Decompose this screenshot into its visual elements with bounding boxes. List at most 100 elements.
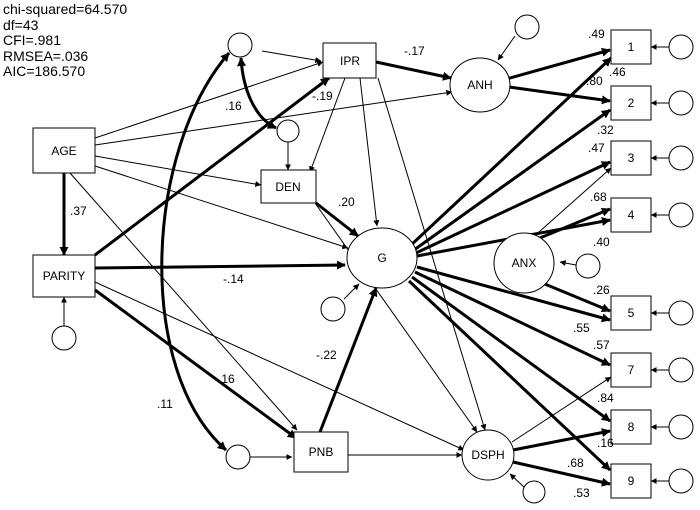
path-err-dsph [509,473,526,489]
path-g-1 [408,56,613,248]
node-item-8 [610,409,652,445]
node-item-1-label: 1 [628,40,635,54]
path-anx-5 [539,280,611,313]
node-ipr-label: IPR [340,54,360,68]
error-term-parity [51,325,77,351]
coef-anh-1: .49 [588,27,605,41]
coef-g-8: .16 [597,436,614,450]
node-parity [32,254,96,298]
node-item-5 [610,295,652,331]
node-item-7-label: 7 [628,363,635,377]
error-term-item-2 [668,90,694,116]
path-parity-g [94,260,346,270]
path-g-3 [415,160,611,255]
error-term-item-3 [668,145,694,171]
coef-g-1: .46 [609,65,626,79]
coef-den-g: .20 [338,195,355,209]
node-item-4 [610,197,652,233]
path-err-g [343,283,360,300]
path-g-8 [411,275,611,423]
error-term-item-4 [668,202,694,228]
node-anx [493,232,555,294]
path-age-ipr [94,60,324,139]
path-anh-2 [508,85,611,105]
path-err-ipr [261,50,322,64]
node-den-label: DEN [275,180,300,194]
coef-g-7: .57 [593,338,610,352]
path-dsph-9 [512,460,611,487]
error-term-item-1 [668,34,694,60]
node-item-1 [610,29,652,65]
node-item-8-label: 8 [628,420,635,434]
coef-age-ipr: .16 [225,99,242,113]
node-parity-label: PARITY [43,269,85,283]
node-item-2-label: 2 [628,96,635,110]
node-g-label: G [377,251,386,265]
path-pnb-g [318,287,378,433]
coef-anh-2: .80 [586,74,603,88]
path-err-anx [559,260,577,266]
node-item-7 [610,352,652,388]
coef-ipr-anh: -.17 [404,44,425,58]
error-term-item-8 [668,414,694,440]
node-anh [449,57,511,113]
path-age-pnb [69,172,298,431]
node-den [260,169,317,204]
node-ipr [322,42,377,79]
node-g [346,227,418,289]
covariance-err-ipr-err-den [237,57,277,130]
error-term-item-5 [668,300,694,326]
path-anh-1 [502,47,611,82]
path-ipr-den [309,77,346,173]
error-term-g [320,296,346,322]
node-dsph [461,429,515,481]
path-parity-ipr [94,76,330,257]
path-ipr-anh [375,60,452,81]
path-parity-dsph [94,281,465,451]
node-anx-label: ANX [512,256,537,270]
path-g-2 [413,108,611,252]
node-item-4-label: 4 [628,208,635,222]
node-pnb-label: PNB [309,445,334,459]
path-err-anh [497,35,516,61]
node-item-3-label: 3 [628,151,635,165]
path-anx-3 [529,167,612,241]
error-term-item-9 [668,468,694,494]
fit-stat-cfi: CFI=.981 [3,32,61,48]
coef-dsph-9: .68 [567,456,584,470]
coef-anx-4: .40 [593,235,610,249]
node-item-9 [610,463,652,499]
fit-stat-rmsea: RMSEA=.036 [3,47,89,64]
coef-g-4: .68 [590,190,607,204]
error-term-anh [514,14,540,40]
node-item-2 [610,85,652,121]
path-g-7 [414,270,611,367]
node-item-5-label: 5 [628,306,635,320]
error-term-item-7 [668,357,694,383]
path-parity-pnb [94,288,297,440]
coef-age-parity: .37 [70,204,87,218]
node-age [32,127,96,174]
node-anh-label: ANH [467,78,492,92]
coef-g-5: .55 [573,321,590,335]
coef-dsph-8: .84 [597,391,614,405]
path-den-dsph [314,202,478,433]
error-term-den [276,119,300,143]
coef-pnb-g: -.22 [316,348,337,362]
path-dsph-8 [512,428,611,452]
error-term-ipr [227,32,253,58]
error-term-pnb [225,444,251,470]
coef-parity-ipr: -.19 [312,89,333,103]
error-term-anx [575,253,601,279]
node-pnb [293,431,349,473]
fit-stat-chi-squared: chi-squared=64.570 [3,1,128,17]
coef-g-3: .47 [588,141,605,155]
fit-stat-aic: AIC=186.570 [3,63,86,79]
fit-stat-df: df=43 [3,16,39,33]
coef-cov-ipr-pnb: .11 [157,397,173,411]
covariance-err-ipr-err-pnb [160,52,231,452]
coef-parity-pnb: .16 [218,372,235,386]
coef-parity-g: -.14 [223,272,244,286]
path-ipr-g [359,77,380,227]
